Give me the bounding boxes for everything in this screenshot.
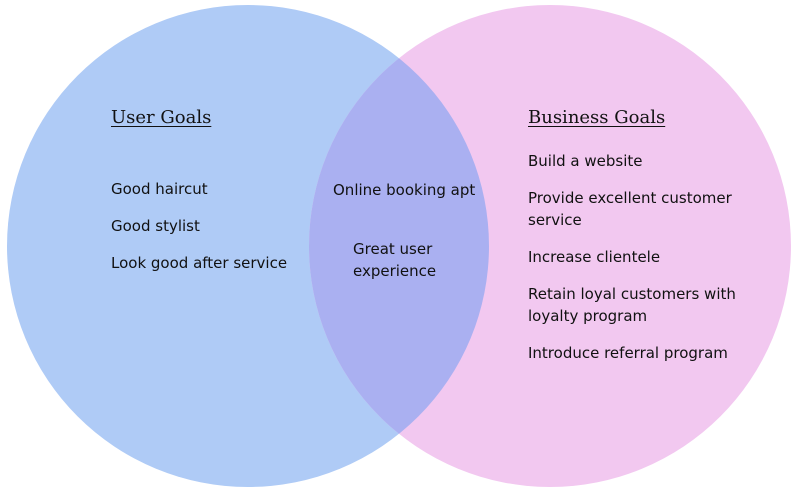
shared-goal-item: Great user — [353, 240, 433, 258]
business-goals-title: Business Goals — [528, 107, 666, 128]
overlap-region — [309, 5, 489, 487]
shared-goal-item: Online booking apt — [333, 181, 476, 199]
business-goal-item: Build a website — [528, 152, 643, 170]
business-goal-item: Retain loyal customers with — [528, 285, 736, 303]
business-goal-item: Introduce referral program — [528, 344, 728, 362]
user-goal-item: Good haircut — [111, 180, 208, 198]
business-goal-item: loyalty program — [528, 307, 648, 325]
user-goal-item: Look good after service — [111, 254, 288, 272]
user-goals-title: User Goals — [111, 107, 212, 128]
shared-goal-item: experience — [353, 262, 437, 280]
business-goal-item: service — [528, 211, 582, 229]
user-goal-item: Good stylist — [111, 217, 200, 235]
business-goal-item: Increase clientele — [528, 248, 661, 266]
business-goal-item: Provide excellent customer — [528, 189, 732, 207]
